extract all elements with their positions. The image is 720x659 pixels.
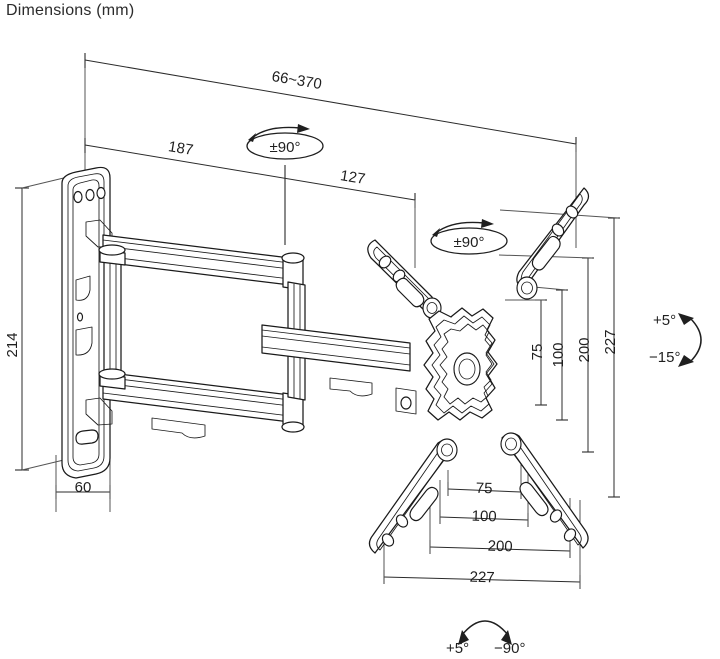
label-plate-depth: 60 <box>75 479 92 496</box>
left-dimension-group <box>15 175 111 512</box>
swivel-badge-mid: ±90° <box>430 219 508 255</box>
label-vesa-vertical-100: 100 <box>550 342 567 367</box>
label-vesa-vertical-75: 75 <box>529 344 546 361</box>
label-extension-range: 66~370 <box>270 68 323 93</box>
wall-plate <box>61 166 113 479</box>
page-title: Dimensions (mm) <box>6 2 135 19</box>
label-arm-first-segment: 187 <box>167 138 194 159</box>
tilt-indicator: +5° −15° <box>649 312 702 367</box>
arm-assembly <box>98 234 417 439</box>
vesa-plate <box>367 187 590 554</box>
dimension-lines <box>84 53 577 268</box>
swivel-badge-top-label: ±90° <box>270 139 301 156</box>
tilt-down-label: −15° <box>649 349 680 366</box>
rotate-down-label: −90° <box>494 640 525 657</box>
vesa-arm-bottom-right <box>500 432 589 549</box>
tilt-up-label: +5° <box>653 312 676 329</box>
right-vesa-dimension-group <box>498 209 620 498</box>
swivel-badge-top: ±90° <box>246 124 324 160</box>
rotate-indicator: +5° −90° <box>446 620 525 657</box>
label-vesa-horizontal-100: 100 <box>471 508 497 526</box>
label-vesa-vertical-200: 200 <box>576 337 593 362</box>
label-vesa-vertical-227: 227 <box>602 329 619 354</box>
vesa-arm-top-right <box>516 187 590 300</box>
rotate-up-label: +5° <box>446 640 469 657</box>
label-vesa-horizontal-200: 200 <box>487 538 513 556</box>
vesa-arm-bottom-left <box>368 438 458 554</box>
vesa-arm-top-left <box>367 239 442 319</box>
label-vesa-horizontal-75: 75 <box>476 480 493 498</box>
label-plate-height: 214 <box>4 332 21 357</box>
label-arm-second-segment: 127 <box>339 167 366 188</box>
swivel-badge-mid-label: ±90° <box>454 234 485 251</box>
label-vesa-horizontal-227: 227 <box>469 569 494 587</box>
